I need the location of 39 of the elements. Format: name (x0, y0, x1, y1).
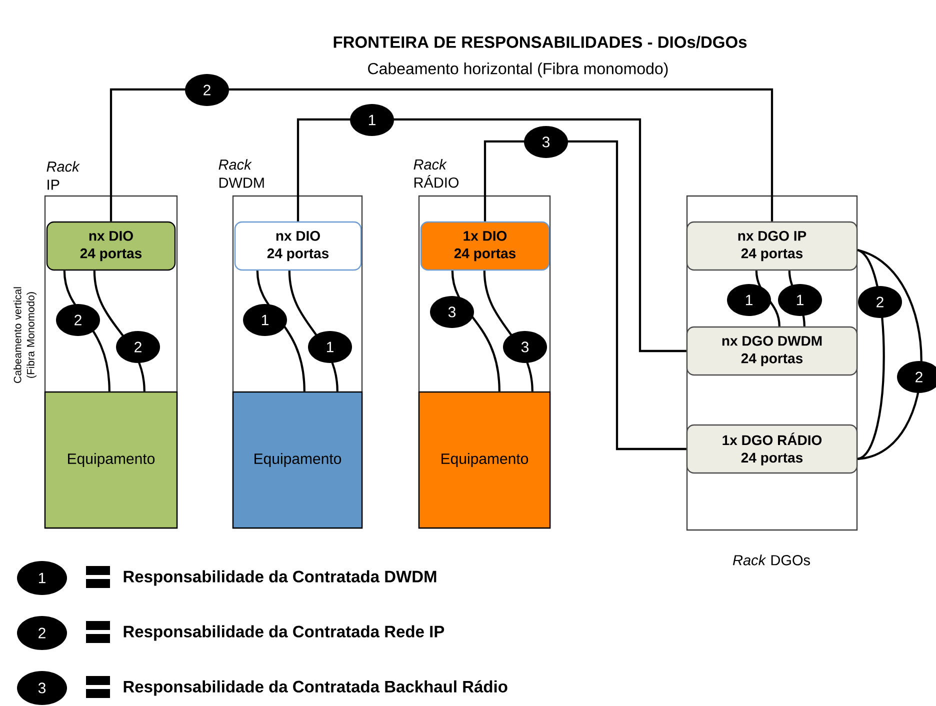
number-badge: 2 (116, 331, 160, 363)
node-label: Rack DGOs (732, 554, 810, 566)
number-badge: 2 (56, 304, 100, 336)
distribution-frame-box: nx DIO 24 portas (234, 221, 362, 271)
legend-text: Responsabilidade da Contratada DWDM (124, 570, 436, 586)
number-badge: 2 (17, 616, 67, 650)
number-badge: 1 (350, 104, 394, 136)
number-badge: 3 (430, 296, 474, 328)
cable (484, 140, 686, 450)
equipment-box: Equipamento (418, 391, 551, 529)
legend-text: Responsabilidade da Contratada Backhaul Rádio (124, 680, 508, 696)
number-badge: 1 (727, 284, 771, 316)
number-badge: 1 (308, 331, 352, 363)
equipment-box: Equipamento (44, 391, 178, 529)
number-badge: 3 (524, 126, 568, 158)
number-badge: 2 (185, 74, 229, 106)
equipment-box: Equipamento (232, 391, 363, 529)
title: FRONTEIRA DE RESPONSABILIDADES - DIOs/DGOs (334, 36, 747, 48)
node-label: Rack IP (46, 161, 80, 190)
number-badge: 2 (897, 361, 936, 393)
number-badge: 1 (17, 561, 67, 595)
number-badge: 3 (17, 671, 67, 705)
caption-text: Cabeamento horizontal (Fibra monomodo) (368, 62, 668, 78)
number-badge: 2 (858, 286, 902, 318)
patch-panel-box: nx DGO DWDM 24 portas (686, 326, 858, 376)
cable (110, 88, 774, 222)
patch-panel-box: nx DGO IP 24 portas (686, 221, 858, 271)
cable (857, 249, 922, 460)
caption-text: Cabeamento vertical (Fibra Monomodo) (14, 287, 36, 383)
number-badge: 1 (243, 304, 287, 336)
legend-text: Responsabilidade da Contratada Rede IP (124, 625, 444, 641)
number-badge: 1 (778, 284, 822, 316)
number-badge: 3 (503, 331, 547, 363)
patch-panel-box: 1x DGO RÁDIO 24 portas (686, 424, 858, 474)
node-label: Rack DWDM (218, 159, 264, 188)
distribution-frame-box: 1x DIO 24 portas (420, 221, 550, 271)
cable (296, 118, 686, 352)
node-label: Rack RÁDIO (414, 158, 459, 188)
distribution-frame-box: nx DIO 24 portas (46, 221, 176, 271)
